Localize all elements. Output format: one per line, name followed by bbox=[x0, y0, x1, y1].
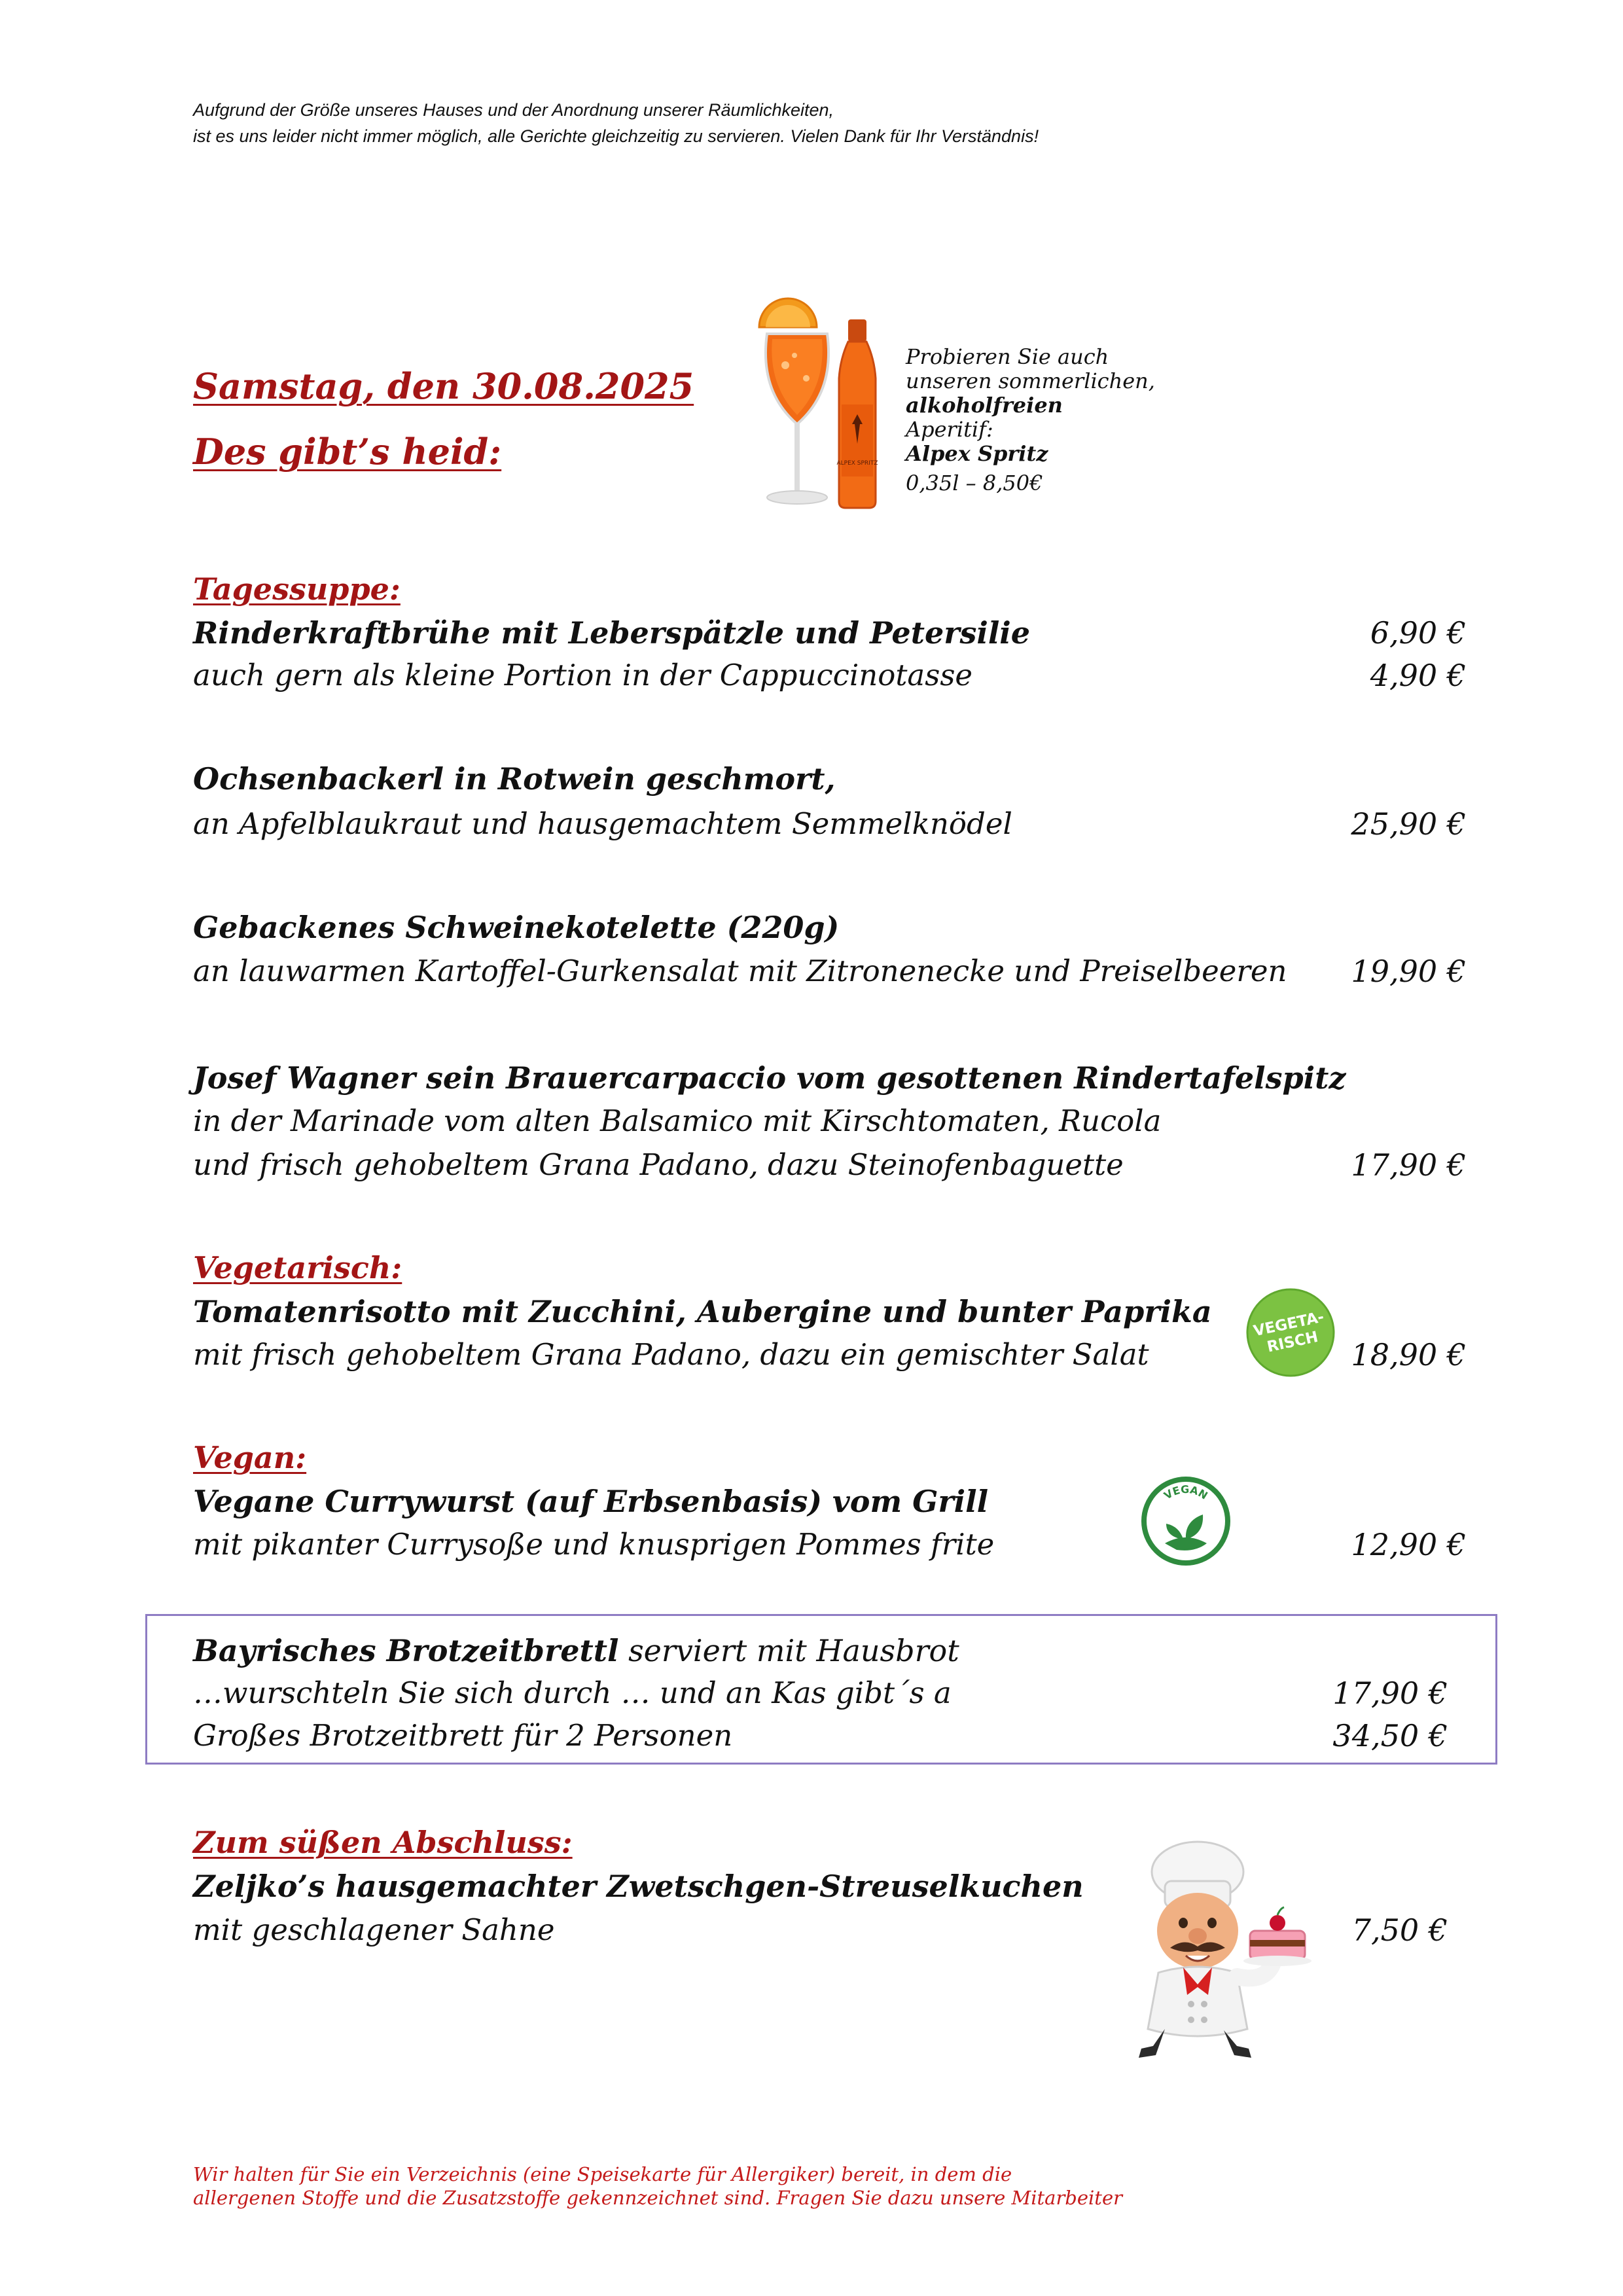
dessert-price: 7,50 € bbox=[1351, 1912, 1448, 1948]
dish3-name: Josef Wagner sein Brauercarpaccio vom ge… bbox=[193, 1060, 1346, 1096]
brotzeit-name-suffix: serviert mit Hausbrot bbox=[618, 1633, 959, 1668]
allergen-footer: Wir halten für Sie ein Verzeichnis (eine… bbox=[193, 2162, 1122, 2210]
section-vegan: Vegan: bbox=[193, 1440, 307, 1475]
alpex-spritz-image: ALPEX SPRITZ bbox=[758, 297, 878, 509]
section-dessert: Zum süßen Abschluss: bbox=[193, 1825, 573, 1860]
bottle-label: ALPEX SPRITZ bbox=[836, 460, 878, 467]
soup-small-desc: auch gern als kleine Portion in der Capp… bbox=[193, 658, 973, 692]
dish3-desc-2: und frisch gehobeltem Grana Padano, dazu… bbox=[193, 1147, 1124, 1182]
alpex-bottle-icon: ALPEX SPRITZ bbox=[836, 319, 878, 509]
mustache-icon bbox=[1170, 1942, 1225, 1952]
section-vegetarian: Vegetarisch: bbox=[193, 1250, 402, 1285]
aperitif-line-1: Probieren Sie auch bbox=[906, 344, 1109, 369]
neckerchief-icon bbox=[1183, 1967, 1212, 1995]
cake-icon bbox=[1243, 1906, 1311, 1966]
aperitif-line-4: Aperitif: bbox=[906, 417, 993, 442]
vegetarian-desc: mit frisch gehobeltem Grana Padano, dazu… bbox=[193, 1337, 1149, 1372]
aperitif-line-5: Alpex Spritz bbox=[906, 441, 1048, 466]
section-soup: Tagessuppe: bbox=[193, 571, 401, 607]
soup-price: 6,90 € bbox=[1370, 615, 1466, 651]
dish1-name: Ochsenbackerl in Rotwein geschmort, bbox=[193, 761, 836, 797]
seating-notice: Aufgrund der Größe unseres Hauses und de… bbox=[193, 97, 1039, 149]
soup-small-price: 4,90 € bbox=[1370, 658, 1466, 693]
aperitif-line-2: unseren sommerlichen, bbox=[906, 368, 1155, 393]
brotzeit-price-2: 34,50 € bbox=[1332, 1718, 1448, 1753]
dessert-desc: mit geschlagener Sahne bbox=[193, 1912, 555, 1947]
brotzeit-title: Bayrisches Brotzeitbrettl serviert mit H… bbox=[193, 1633, 959, 1668]
dish1-desc: an Apfelblaukraut und hausgemachtem Semm… bbox=[193, 806, 1012, 841]
soup-name: Rinderkraftbrühe mit Leberspätzle und Pe… bbox=[193, 615, 1031, 651]
footer-line-2: allergenen Stoffe und die Zusatzstoffe g… bbox=[193, 2187, 1122, 2209]
brotzeit-box bbox=[145, 1614, 1497, 1765]
footer-line-1: Wir halten für Sie ein Verzeichnis (eine… bbox=[193, 2163, 1012, 2185]
vegetarian-name: Tomatenrisotto mit Zucchini, Aubergine u… bbox=[193, 1294, 1212, 1329]
brotzeit-line-3: Großes Brotzeitbrett für 2 Personen bbox=[193, 1718, 733, 1753]
dish1-price: 25,90 € bbox=[1351, 806, 1466, 842]
dish2-name: Gebackenes Schweinekotelette (220g) bbox=[193, 910, 840, 945]
vegan-desc: mit pikanter Currysoße und knusprigen Po… bbox=[193, 1527, 995, 1562]
aperitif-line-3: alkoholfreien bbox=[906, 393, 1063, 418]
menu-motto: Des gibt’s heid: bbox=[193, 431, 502, 473]
dish3-price: 17,90 € bbox=[1351, 1147, 1466, 1183]
brotzeit-name: Bayrisches Brotzeitbrettl bbox=[193, 1633, 619, 1668]
vegan-name: Vegane Currywurst (auf Erbsenbasis) vom … bbox=[193, 1484, 989, 1519]
aperitif-price: 0,35l – 8,50€ bbox=[906, 471, 1043, 495]
vegetarian-badge-icon: VEGETA- RISCH bbox=[1246, 1288, 1335, 1377]
dish3-desc-1: in der Marinade vom alten Balsamico mit … bbox=[193, 1103, 1162, 1138]
dish2-price: 19,90 € bbox=[1351, 954, 1466, 989]
dessert-name: Zeljko’s hausgemachter Zwetschgen-Streus… bbox=[193, 1869, 1084, 1904]
vegetarian-price: 18,90 € bbox=[1351, 1337, 1466, 1372]
vegan-price: 12,90 € bbox=[1351, 1527, 1466, 1562]
menu-date: Samstag, den 30.08.2025 bbox=[193, 365, 694, 407]
notice-line-1: Aufgrund der Größe unseres Hauses und de… bbox=[193, 100, 834, 120]
vegan-badge-icon: VEGAN bbox=[1141, 1477, 1230, 1566]
brotzeit-price-1: 17,90 € bbox=[1332, 1676, 1448, 1711]
notice-line-2: ist es uns leider nicht immer möglich, a… bbox=[193, 126, 1039, 146]
chef-with-cake-image bbox=[1139, 1840, 1311, 2058]
brotzeit-line-2: …wurschteln Sie sich durch … und an Kas … bbox=[193, 1676, 952, 1710]
dish2-desc: an lauwarmen Kartoffel-Gurkensalat mit Z… bbox=[193, 954, 1287, 988]
aperitif-promo: Probieren Sie auch unseren sommerlichen,… bbox=[906, 345, 1155, 495]
